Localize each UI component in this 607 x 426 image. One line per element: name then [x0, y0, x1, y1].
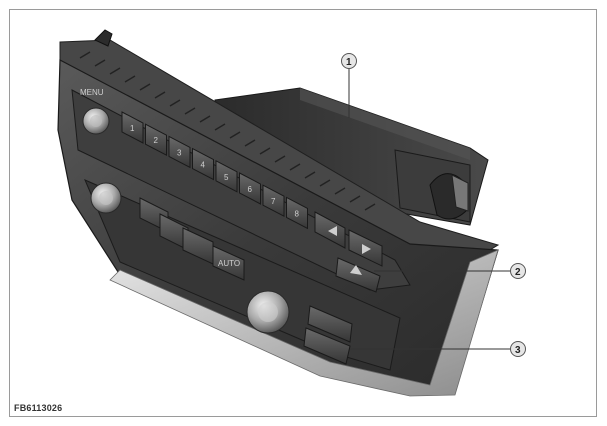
temperature-knob[interactable] — [246, 290, 290, 334]
preset-key-label: 7 — [271, 197, 276, 206]
preset-key-label: 5 — [224, 173, 229, 182]
climate-key-right-top[interactable] — [307, 305, 353, 343]
callout-3-number: 3 — [515, 345, 521, 356]
preset-key-6[interactable]: 6 — [239, 172, 261, 205]
figure-id: FB6113026 — [14, 403, 63, 413]
preset-key-8[interactable]: 8 — [286, 196, 308, 230]
tune-knob[interactable] — [90, 182, 122, 214]
preset-key-2[interactable]: 2 — [145, 123, 167, 157]
arrow-right-icon — [362, 244, 371, 254]
climate-key-right-bottom[interactable] — [303, 327, 351, 365]
volume-knob[interactable] — [82, 107, 110, 135]
preset-key-label: 6 — [248, 185, 253, 194]
preset-key-5[interactable]: 5 — [215, 159, 238, 193]
auto-key-label: AUTO — [218, 259, 240, 268]
callout-1: 1 — [341, 53, 357, 69]
preset-key-label: 1 — [130, 124, 135, 133]
mode-key-label: MENU — [80, 88, 104, 97]
eject-button[interactable] — [335, 257, 381, 293]
callout-lines — [348, 68, 515, 350]
preset-key-label: 2 — [154, 136, 159, 145]
silver-trim — [109, 249, 499, 397]
preset-key-7[interactable]: 7 — [262, 184, 285, 218]
seek-right-button[interactable] — [348, 229, 383, 267]
callout-3: 3 — [510, 341, 526, 357]
arrow-left-icon — [328, 226, 337, 236]
callout-2: 2 — [510, 263, 526, 279]
seek-left-button[interactable] — [314, 211, 346, 249]
preset-key-4[interactable]: 4 — [192, 147, 214, 181]
preset-key-label: 4 — [201, 161, 206, 170]
preset-key-3[interactable]: 3 — [168, 135, 191, 169]
auto-button[interactable] — [212, 245, 245, 281]
preset-key-label: 3 — [177, 148, 182, 157]
preset-keys-row: 1 2 3 4 5 6 7 8 — [121, 111, 308, 230]
callout-2-number: 2 — [515, 267, 521, 278]
top-vents — [79, 51, 376, 211]
callout-1-number: 1 — [346, 57, 352, 68]
eject-icon — [350, 265, 362, 275]
rear-housing — [214, 87, 489, 226]
preset-key-label: 8 — [295, 209, 300, 218]
preset-key-1[interactable]: 1 — [121, 111, 144, 144]
